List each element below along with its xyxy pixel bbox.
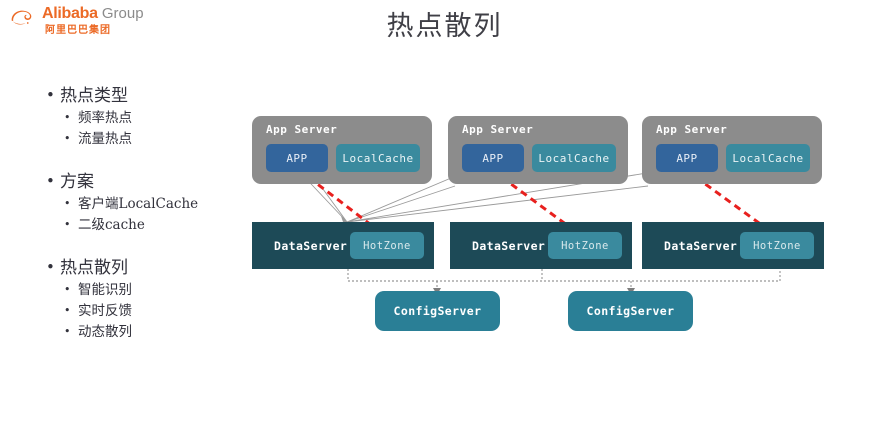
hot-zone-chip[interactable]: HotZone <box>548 232 622 259</box>
alibaba-swirl-icon <box>11 10 32 25</box>
data-server-label: DataServer <box>472 238 546 253</box>
logo-wordmark: Alibaba Group <box>42 5 144 23</box>
data-server-label: DataServer <box>274 238 348 253</box>
logo-brand-text: Alibaba <box>42 5 98 22</box>
bullet-subitem: 流量热点 <box>44 128 244 150</box>
data-server-box[interactable]: DataServer HotZone <box>252 222 434 269</box>
data-server-label: DataServer <box>664 238 738 253</box>
bullet-subitem: 实时反馈 <box>44 300 244 322</box>
bullet-subitem: 客户端LocalCache <box>44 193 244 215</box>
config-server-box[interactable]: ConfigServer <box>568 291 693 331</box>
bullet-heading: 热点散列 <box>44 255 244 280</box>
local-cache-chip[interactable]: LocalCache <box>336 144 420 172</box>
bullet-heading: 方案 <box>44 169 244 194</box>
bullet-subitem: 智能识别 <box>44 279 244 301</box>
logo-suffix-text: Group <box>97 5 144 22</box>
app-server-label: App Server <box>462 123 534 136</box>
hot-zone-chip[interactable]: HotZone <box>740 232 814 259</box>
app-chip[interactable]: APP <box>266 144 328 172</box>
bullet-group: 热点散列 智能识别 实时反馈 动态散列 <box>44 255 244 343</box>
bullet-heading: 热点类型 <box>44 83 244 108</box>
bullet-outline: 热点类型 频率热点 流量热点 方案 客户端LocalCache 二级cache … <box>44 83 244 363</box>
app-server-box[interactable]: App Server APP LocalCache <box>252 116 432 184</box>
page-title: 热点散列 <box>386 11 503 42</box>
data-server-box[interactable]: DataServer HotZone <box>450 222 632 269</box>
bullet-subitem: 动态散列 <box>44 321 244 343</box>
app-chip[interactable]: APP <box>462 144 524 172</box>
config-server-box[interactable]: ConfigServer <box>375 291 500 331</box>
bullet-group: 方案 客户端LocalCache 二级cache <box>44 169 244 236</box>
app-chip[interactable]: APP <box>656 144 718 172</box>
bullet-subitem: 二级cache <box>44 214 244 236</box>
bullet-group: 热点类型 频率热点 流量热点 <box>44 83 244 150</box>
bullet-subitem: 频率热点 <box>44 107 244 129</box>
data-server-box[interactable]: DataServer HotZone <box>642 222 824 269</box>
hot-zone-chip[interactable]: HotZone <box>350 232 424 259</box>
app-server-label: App Server <box>266 123 338 136</box>
logo-chinese-text: 阿里巴巴集团 <box>45 25 111 36</box>
local-cache-chip[interactable]: LocalCache <box>532 144 616 172</box>
app-server-box[interactable]: App Server APP LocalCache <box>642 116 822 184</box>
app-server-box[interactable]: App Server APP LocalCache <box>448 116 628 184</box>
local-cache-chip[interactable]: LocalCache <box>726 144 810 172</box>
app-server-label: App Server <box>656 123 728 136</box>
alibaba-group-logo: Alibaba Group 阿里巴巴集团 <box>8 4 158 36</box>
